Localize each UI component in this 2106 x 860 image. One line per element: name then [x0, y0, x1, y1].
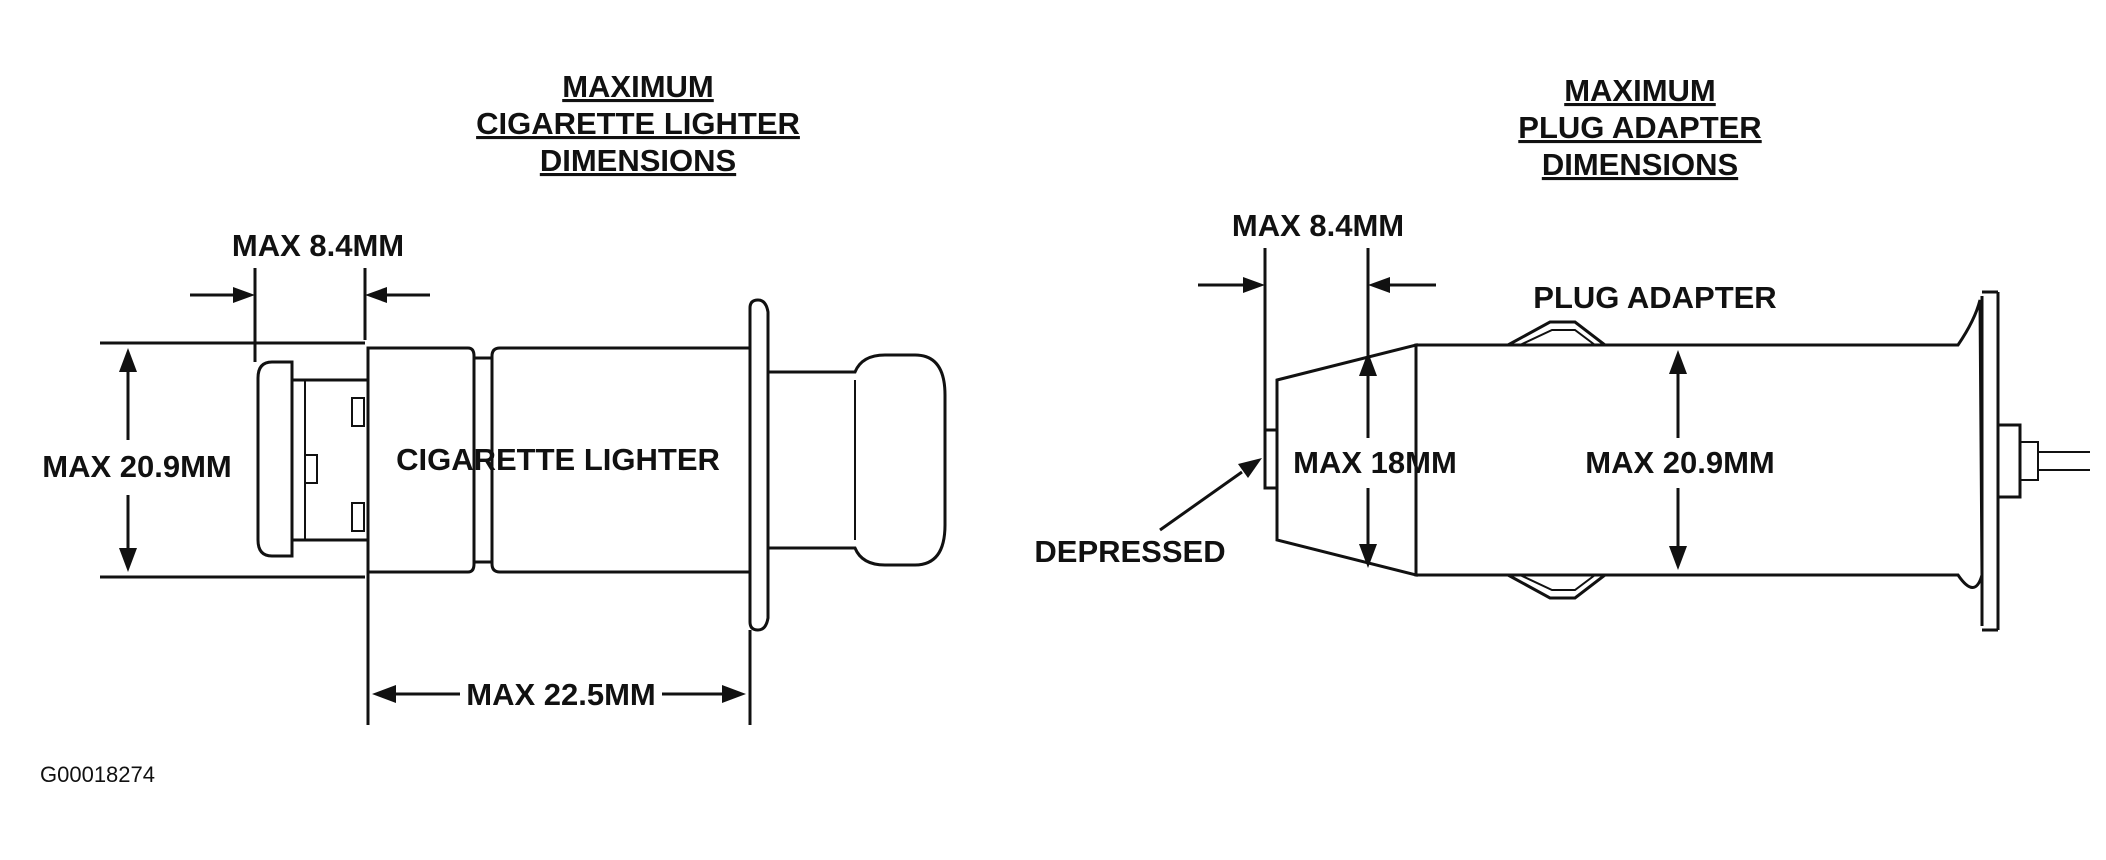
right-figure: MAXIMUM PLUG ADAPTER DIMENSIONS MAX 8.4M… [1034, 73, 2090, 632]
depressed-leader-line [1159, 470, 1243, 532]
right-dim-outer-arrow-down [1669, 546, 1687, 570]
left-dim-top-label: MAX 8.4MM [232, 228, 404, 263]
lighter-body-front [366, 346, 476, 574]
left-dim-side-arrow-down [119, 548, 137, 572]
right-dim-top-arrow-1 [1243, 277, 1265, 293]
plug-adapter-label: PLUG ADAPTER [1533, 280, 1776, 315]
right-dim-top-arrow-2 [1368, 277, 1390, 293]
lighter-contact-3 [351, 502, 365, 532]
left-dim-side-label: MAX 20.9MM [42, 449, 231, 484]
figure-code: G00018274 [40, 762, 155, 787]
left-dim-side-arrow-up [119, 348, 137, 372]
right-dim-outer-label: MAX 20.9MM [1585, 445, 1774, 480]
plug-spring-top-inner [1519, 329, 1596, 346]
plug-rear-nub [2019, 441, 2039, 481]
left-title-line-2: CIGARETTE LIGHTER [476, 106, 800, 141]
lighter-flange [748, 298, 770, 632]
depressed-leader-arrow [1238, 458, 1262, 478]
left-dim-bottom-arrow-2 [722, 685, 746, 703]
left-dim-bottom-label: MAX 22.5MM [466, 677, 655, 712]
right-dim-inner-arrow-down [1359, 544, 1377, 568]
depressed-label: DEPRESSED [1034, 534, 1225, 569]
plug-tip-button [1263, 428, 1279, 490]
right-dim-top-label: MAX 8.4MM [1232, 208, 1404, 243]
left-title-line-1: MAXIMUM [562, 69, 714, 104]
plug-spring-bottom-inner [1519, 574, 1596, 591]
left-dim-top-arrow-2 [365, 287, 387, 303]
lighter-front-cap [256, 360, 294, 558]
lighter-knob [768, 353, 947, 567]
left-figure: MAXIMUM CIGARETTE LIGHTER DIMENSIONS MAX… [42, 69, 947, 725]
right-dim-outer-arrow-up [1669, 350, 1687, 374]
right-title-line-1: MAXIMUM [1564, 73, 1716, 108]
plug-body [1414, 299, 1984, 589]
lighter-body-label: CIGARETTE LIGHTER [396, 442, 720, 477]
right-dim-inner-arrow-up [1359, 352, 1377, 376]
left-dim-top-arrow-1 [233, 287, 255, 303]
left-dim-bottom-arrow-1 [372, 685, 396, 703]
right-dim-inner-label: MAX 18MM [1293, 445, 1457, 480]
lighter-contact-1 [351, 397, 365, 427]
right-title-line-3: DIMENSIONS [1542, 147, 1738, 182]
right-title-line-2: PLUG ADAPTER [1518, 110, 1761, 145]
left-title-line-3: DIMENSIONS [540, 143, 736, 178]
plug-rear-connector [1996, 423, 2022, 499]
lighter-contact-2 [304, 454, 318, 484]
